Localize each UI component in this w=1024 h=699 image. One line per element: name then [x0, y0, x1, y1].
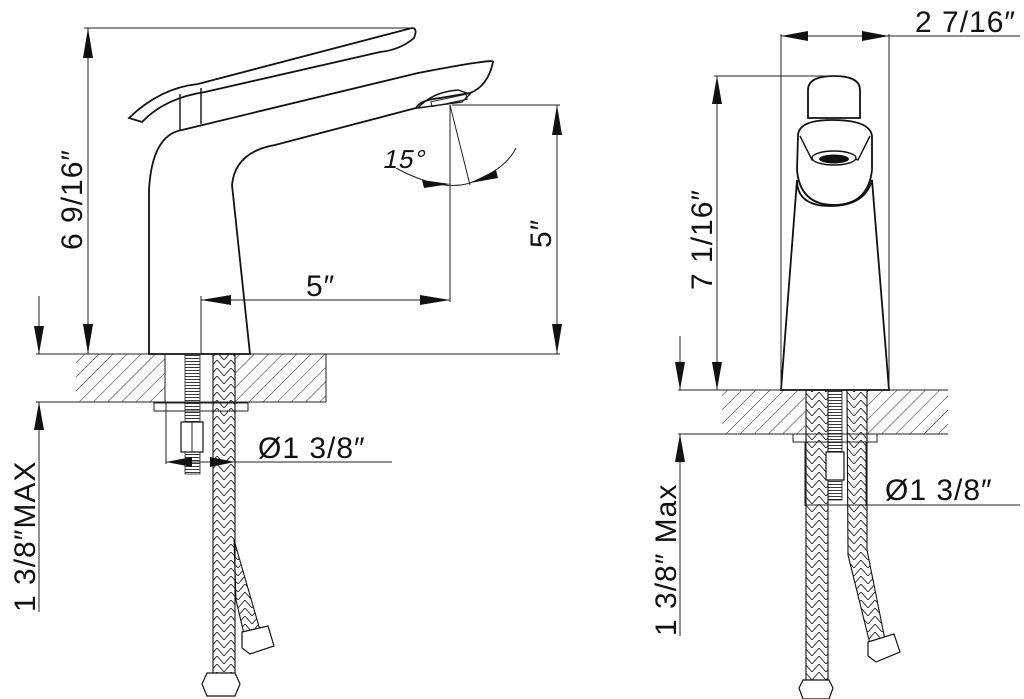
countertop-section [36, 353, 560, 403]
side-view: 6 9/16″ 5″ 5″ 15° [9, 27, 562, 697]
hole-diameter-label-side: Ø1 3/8″ [258, 432, 366, 465]
dimension-hole-diameter-front: Ø1 3/8″ [804, 442, 1020, 507]
dimension-deck-thickness-front: 1 3/8″ Max [650, 336, 685, 636]
dimension-spout-height: 5″ [452, 104, 562, 354]
deck-thickness-label-front: 1 3/8″ Max [650, 484, 683, 636]
overall-height-label-side: 6 9/16″ [56, 149, 89, 250]
dimension-spout-reach: 5″ [200, 105, 451, 354]
deck-thickness-label-side: 1 3/8″MAX [9, 461, 42, 612]
front-view: 2 7/16″ 7 1/16″ Ø1 3/8″ 1 3/8″ Max [650, 6, 1020, 699]
spray-angle-label: 15° [381, 144, 430, 174]
mounting-hardware-side [153, 353, 275, 697]
dimension-overall-height-front: 7 1/16″ [686, 75, 840, 390]
body-width-label: 2 7/16″ [915, 6, 1016, 39]
hole-diameter-label-front: Ø1 3/8″ [885, 474, 993, 507]
spout-reach-label: 5″ [306, 270, 335, 303]
faucet-body-front [780, 75, 890, 391]
dimension-spray-angle: 15° [381, 104, 517, 188]
overall-height-label-front: 7 1/16″ [686, 189, 719, 290]
dimension-overall-height-side: 6 9/16″ [56, 27, 414, 354]
dimension-hole-diameter-side: Ø1 3/8″ [165, 402, 392, 467]
mounting-hardware-front [792, 389, 901, 699]
spout-height-label: 5″ [525, 219, 558, 248]
faucet-body-side [127, 27, 494, 355]
dimension-deck-thickness-side: 1 3/8″MAX [9, 296, 44, 612]
dimension-body-width: 2 7/16″ [780, 6, 1020, 390]
